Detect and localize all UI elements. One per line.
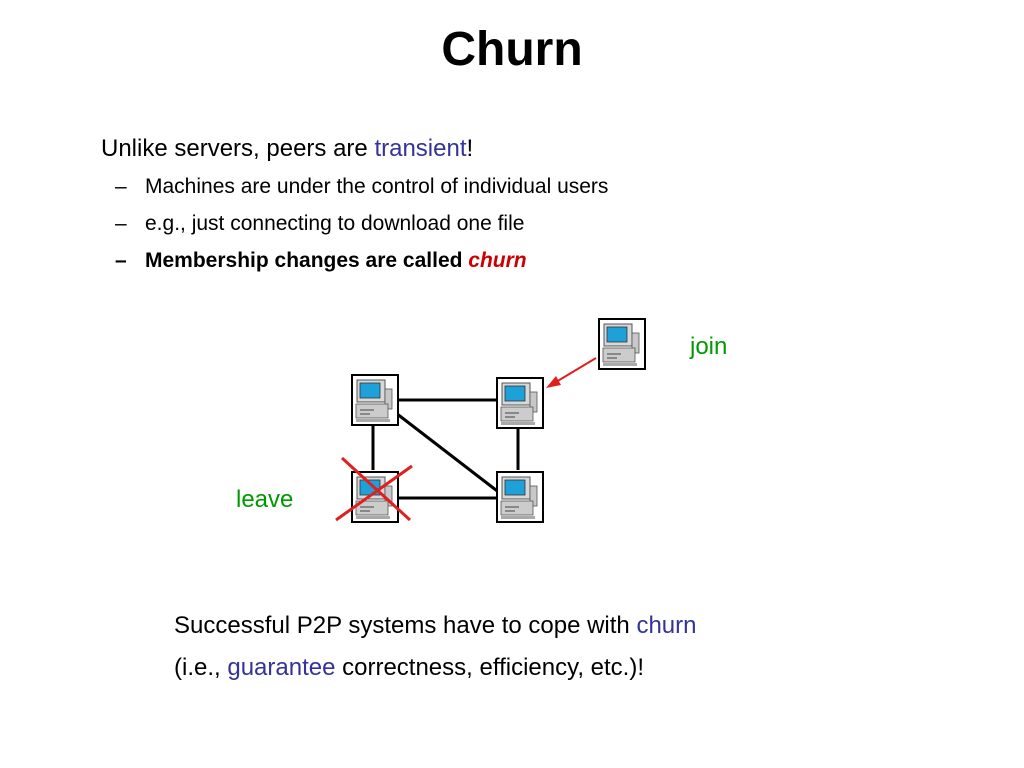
sub-bullet-2: –e.g., just connecting to download one f… — [115, 212, 524, 236]
sub-bullet-text: Machines are under the control of indivi… — [145, 175, 609, 198]
peer-computer-icon — [496, 471, 544, 523]
joining-peer-computer-icon — [598, 318, 646, 370]
footer-churn-highlight: churn — [636, 612, 697, 639]
peer-computer-icon — [351, 374, 399, 426]
main-bullet-end: ! — [466, 135, 474, 162]
footer-text: (i.e., — [174, 654, 228, 681]
peer-computer-icon — [496, 377, 544, 429]
sub-bullet-text: Membership changes are called — [145, 249, 469, 272]
leave-label: leave — [236, 486, 294, 513]
churn-highlight: churn — [468, 249, 527, 272]
sub-bullet-1: –Machines are under the control of indiv… — [115, 175, 608, 199]
transient-highlight: transient — [374, 135, 467, 162]
slide-title: Churn — [441, 23, 583, 76]
dash-marker: – — [115, 249, 127, 272]
dash-marker: – — [115, 175, 127, 198]
footer-line-2: (i.e., guarantee correctness, efficiency… — [174, 654, 644, 682]
dash-marker: – — [115, 212, 127, 235]
footer-text: correctness, efficiency, etc.)! — [335, 654, 644, 681]
main-bullet: Unlike servers, peers are transient! — [101, 135, 473, 163]
sub-bullet-text: e.g., just connecting to download one fi… — [145, 212, 525, 235]
footer-line-1: Successful P2P systems have to cope with… — [174, 612, 697, 640]
sub-bullet-3: –Membership changes are called churn — [115, 249, 527, 273]
footer-guarantee-highlight: guarantee — [227, 654, 336, 681]
main-bullet-text: Unlike servers, peers are — [101, 135, 375, 162]
join-arrow-icon — [546, 357, 597, 388]
join-label: join — [690, 333, 728, 360]
network-links — [371, 398, 520, 500]
leave-cross-icon — [335, 456, 413, 522]
footer-text: Successful P2P systems have to cope with — [174, 612, 637, 639]
